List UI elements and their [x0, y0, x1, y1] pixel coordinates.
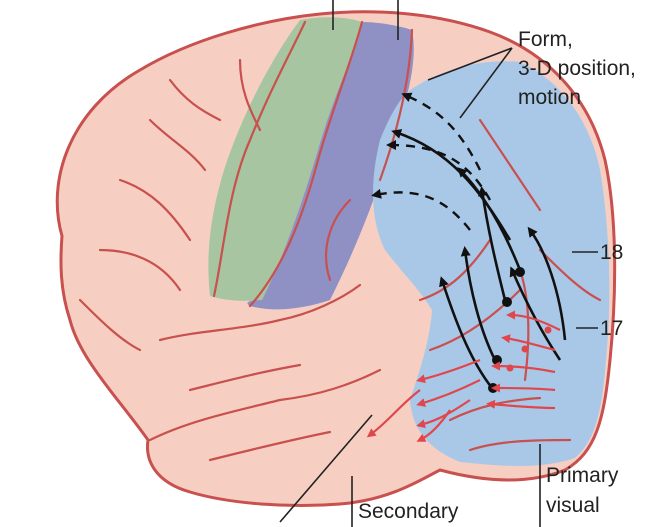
form-label-line2: 3-D position,	[518, 57, 636, 80]
primary-visual-label-line2: visual	[546, 494, 600, 517]
area-17-label: 17	[600, 317, 623, 340]
primary-visual-label-line1: Primary	[546, 464, 619, 487]
form-label-line3: motion	[518, 86, 581, 109]
area-18-label: 18	[600, 241, 623, 264]
secondary-label: Secondary	[358, 500, 459, 523]
form-label-line1: Form,	[518, 28, 573, 51]
